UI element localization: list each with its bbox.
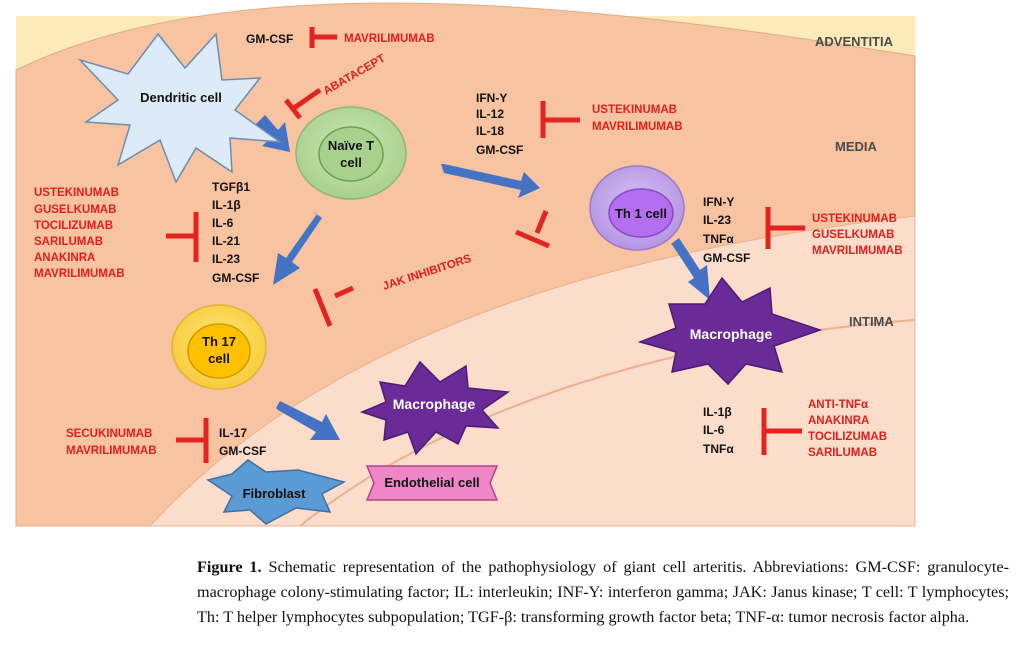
cytokine-item: IL-1β [212, 198, 241, 212]
th17-cell-label-line1: Th 17 [202, 334, 236, 349]
inhibitor-macrophage-output [761, 408, 802, 455]
cytokines-th1-output: IFN-Υ IL-23 TNFα GM-CSF [703, 195, 750, 265]
cytokine-item: IL-18 [476, 124, 504, 138]
cytokine-item: IL-6 [212, 216, 234, 230]
inhibitor-top [309, 27, 337, 48]
layer-label-adventitia: ADVENTITIA [815, 34, 894, 49]
th1-cell-nucleus [608, 188, 674, 238]
drugs-naive-to-th17: USTEKINUMAB GUSELKUMAB TOCILIZUMAB SARIL… [34, 187, 125, 280]
cytokine-item: TGFβ1 [212, 180, 250, 194]
drug-item: ANAKINRA [808, 415, 869, 427]
macrophage-center-label: Macrophage [393, 396, 476, 412]
cytokines-th17-output: IL-17 GM-CSF [219, 426, 266, 458]
macrophage-center-shape [359, 360, 511, 456]
drug-item: ANTI-TNFα [808, 399, 868, 411]
inhibitor-jak-th17 [312, 285, 355, 327]
macrophage-right-shape [637, 276, 823, 386]
cytokine-item: GM-CSF [212, 271, 259, 285]
cytokine-item: IL-23 [703, 213, 731, 227]
inhibitor-naive-to-th17 [166, 212, 199, 262]
figure-caption: Figure 1. Schematic representation of th… [197, 555, 1009, 630]
cytokine-item: GM-CSF [476, 143, 523, 157]
drug-item: USTEKINUMAB [34, 187, 119, 199]
cytokine-item: IFN-Υ [476, 91, 507, 105]
cytokine-item: IL-6 [703, 423, 725, 437]
drug-item: USTEKINUMAB [592, 104, 677, 116]
inhibitor-th1-output [765, 207, 805, 249]
cytokine-item: GM-CSF [703, 251, 750, 265]
th17-cell-nucleus [187, 323, 251, 379]
cytokine-item: IL-21 [212, 234, 240, 248]
figure-caption-text: Schematic representation of the pathophy… [197, 558, 1009, 626]
drug-top: MAVRILIMUMAB [344, 33, 435, 45]
drug-item: TOCILIZUMAB [808, 431, 887, 443]
dendritic-cell-label: Dendritic cell [140, 90, 222, 105]
cytokines-macrophage-output: IL-1β IL-6 TNFα [703, 405, 734, 456]
drug-item: SARILUMAB [34, 236, 103, 248]
cytokine-item: IL-12 [476, 107, 504, 121]
endothelial-cell-label: Endothelial cell [384, 475, 479, 490]
layer-label-intima: INTIMA [849, 314, 894, 329]
drug-item: SECUKINUMAB [66, 428, 152, 440]
fibroblast-shape [206, 459, 347, 525]
inhibitor-bars [166, 27, 805, 463]
drug-item: GUSELKUMAB [812, 229, 894, 241]
drug-item: MAVRILIMUMAB [812, 245, 903, 257]
drugs-naive-to-th1: USTEKINUMAB MAVRILIMUMAB [592, 104, 683, 133]
drug-item: TOCILIZUMAB [34, 220, 113, 232]
drug-item: SARILUMAB [808, 447, 877, 459]
figure-label: Figure 1. [197, 558, 262, 576]
drugs-th1-output: USTEKINUMAB GUSELKUMAB MAVRILIMUMAB [812, 213, 903, 257]
drug-item: ANAKINRA [34, 252, 95, 264]
th17-cell-label-line2: cell [208, 351, 230, 366]
cytokine-item: IL-1β [703, 405, 732, 419]
cytokine-item: GM-CSF [219, 444, 266, 458]
dendritic-cell-shape [77, 32, 283, 184]
cytokine-item: IFN-Υ [703, 195, 734, 209]
drugs-th17-output: SECUKINUMAB MAVRILIMUMAB [66, 428, 157, 457]
endothelial-cell-shape [365, 465, 499, 501]
cytokines-naive-to-th1: IFN-Υ IL-12 IL-18 GM-CSF [476, 91, 523, 157]
inhibitor-th17-output [176, 418, 209, 463]
layer-label-media: MEDIA [835, 139, 878, 154]
macrophage-right-label: Macrophage [690, 326, 773, 342]
drug-item: USTEKINUMAB [812, 213, 897, 225]
cytokines-naive-to-th17: TGFβ1 IL-1β IL-6 IL-21 IL-23 GM-CSF [212, 180, 259, 285]
arrow-naive-to-th17 [273, 211, 322, 285]
th1-cell-label: Th 1 cell [615, 206, 667, 221]
cytokine-item: TNFα [703, 442, 734, 456]
drug-item: GUSELKUMAB [34, 204, 116, 216]
naive-t-cell-nucleus [318, 126, 384, 182]
arrow-th1-to-macrophage [671, 238, 710, 300]
cytokine-top: GM-CSF [246, 32, 293, 46]
naive-t-cell-label-line2: cell [340, 155, 362, 170]
drug-item: MAVRILIMUMAB [34, 268, 125, 280]
drug-item: MAVRILIMUMAB [592, 121, 683, 133]
cytokine-item: IL-23 [212, 252, 240, 266]
inhibitor-naive-to-th1 [540, 101, 580, 138]
arrow-naive-to-th1 [441, 164, 540, 198]
drugs-macrophage-output: ANTI-TNFα ANAKINRA TOCILIZUMAB SARILUMAB [808, 399, 887, 459]
fibroblast-label: Fibroblast [243, 486, 307, 501]
inhibitor-abatacept [284, 87, 322, 120]
cytokine-item: TNFα [703, 232, 734, 246]
naive-t-cell-label-line1: Naïve T [328, 138, 374, 153]
arrow-th17-to-endothelium [276, 401, 340, 440]
drug-item: MAVRILIMUMAB [66, 445, 157, 457]
cytokine-item: IL-17 [219, 426, 247, 440]
inhibitor-jak-th1 [515, 210, 550, 249]
